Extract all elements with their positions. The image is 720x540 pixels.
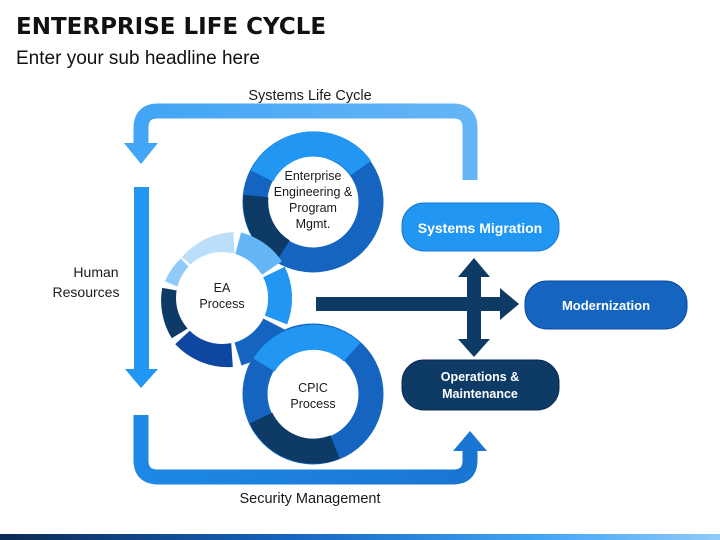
cpic-process-cycle	[242, 323, 384, 465]
page-title: ENTERPRISE LIFE CYCLE	[16, 14, 327, 40]
security-management-arrow	[133, 415, 478, 485]
operations-maintenance-text-line1: Operations &	[441, 370, 520, 384]
ea-process-label-line1: EA	[214, 281, 231, 295]
security-management-label: Security Management	[239, 491, 380, 507]
modernization-box: Modernization	[524, 280, 688, 330]
ea-process-label-line2: Process	[199, 297, 244, 311]
systems-life-cycle-arrowhead	[124, 143, 158, 164]
systems-life-cycle-arrow	[133, 103, 478, 180]
systems-migration-box: Systems Migration	[401, 202, 560, 252]
systems-migration-text: Systems Migration	[418, 220, 542, 236]
human-resources-label-line2: Resources	[53, 284, 120, 300]
human-resources-label-line1: Human	[73, 264, 118, 280]
enterprise-engineering-cycle	[242, 131, 384, 273]
human-resources-arrowhead	[125, 369, 158, 388]
systems-life-cycle-label: Systems Life Cycle	[248, 88, 371, 104]
connector-arrowhead-right	[500, 288, 519, 320]
operations-maintenance-text-line2: Maintenance	[442, 387, 518, 401]
enterprise-engineering-label-line3: Program	[289, 201, 337, 215]
modernization-text: Modernization	[562, 298, 650, 313]
enterprise-engineering-label-line2: Engineering &	[274, 185, 353, 199]
bottom-accent-bar	[0, 534, 720, 540]
vertical-arrowhead-up	[458, 258, 490, 277]
ea-process-cycle	[161, 232, 293, 368]
cpic-process-label-line2: Process	[290, 397, 335, 411]
connector-shaft	[316, 297, 501, 311]
cpic-process-label-line1: CPIC	[298, 381, 328, 395]
enterprise-engineering-label-line4: Mgmt.	[296, 217, 331, 231]
security-management-arrowhead	[453, 431, 487, 451]
page-subtitle: Enter your sub headline here	[16, 48, 260, 69]
vertical-double-arrow-shaft	[467, 276, 481, 340]
operations-maintenance-box: Operations & Maintenance	[401, 359, 560, 411]
vertical-arrowhead-down	[458, 339, 490, 357]
enterprise-engineering-label-line1: Enterprise	[285, 169, 342, 183]
human-resources-arrow	[134, 187, 149, 369]
